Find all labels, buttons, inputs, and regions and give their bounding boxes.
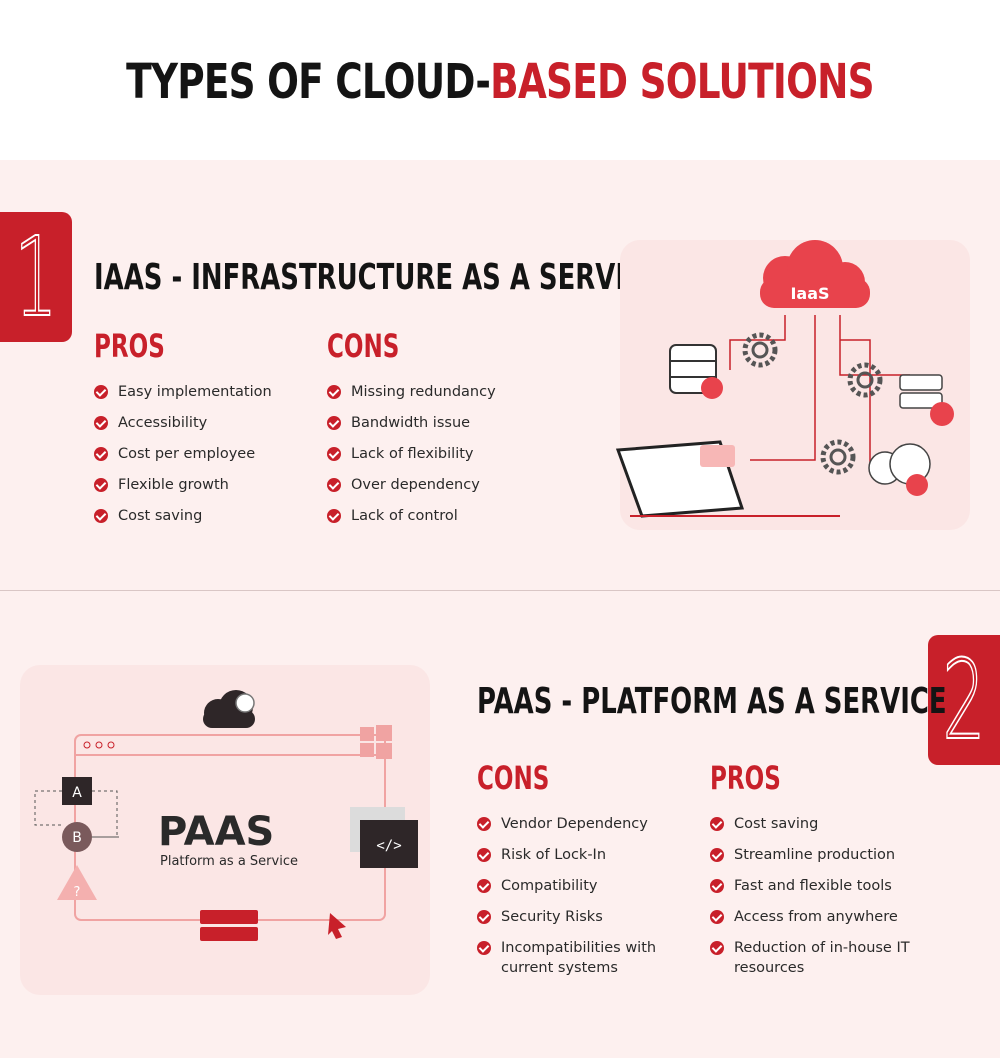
check-circle-icon (477, 848, 491, 862)
paas-illustration: A B ? PAAS Platform as a Service </> (20, 665, 430, 995)
gear-icon (820, 439, 856, 475)
section-number-badge-2: 2 (928, 635, 1000, 765)
list-item: Lack of control (327, 506, 496, 537)
iaas-cloud-label: IaaS (790, 284, 829, 303)
iaas-cons-heading: CONS (327, 327, 400, 365)
iaas-cons-list: Missing redundancy Bandwidth issue Lack … (327, 382, 496, 537)
list-item: Cost per employee (94, 444, 272, 475)
cloud-globe-icon (203, 690, 255, 728)
check-circle-icon (710, 941, 724, 955)
flow-node-a: A (62, 777, 92, 805)
svg-text:</>: </> (376, 838, 401, 854)
paas-big-label: PAAS (158, 809, 274, 855)
paas-illus-backdrop (20, 665, 430, 995)
server-lock-icon (899, 374, 954, 426)
warning-triangle-icon: ? (57, 865, 97, 900)
paas-cons-list: Vendor Dependency Risk of Lock-In Compat… (477, 814, 701, 982)
paas-cons-heading: CONS (477, 759, 550, 797)
flow-node-b: B (62, 822, 92, 852)
check-circle-icon (327, 385, 341, 399)
windows-logo-icon (360, 725, 392, 759)
list-item: Cost saving (94, 506, 272, 537)
check-circle-icon (477, 910, 491, 924)
page-title-part1: TYPES OF CLOUD- (126, 54, 491, 110)
laptop-icon (615, 440, 840, 518)
iaas-pros-list: Easy implementation Accessibility Cost p… (94, 382, 272, 537)
check-circle-icon (710, 879, 724, 893)
svg-text:A: A (72, 785, 82, 801)
section-divider (0, 590, 1000, 591)
title-bar: TYPES OF CLOUD-BASED SOLUTIONS (0, 0, 1000, 160)
check-circle-icon (327, 478, 341, 492)
list-item: Easy implementation (94, 382, 272, 413)
check-circle-icon (327, 447, 341, 461)
list-item: Missing redundancy (327, 382, 496, 413)
check-circle-icon (94, 385, 108, 399)
cloud-icon (760, 240, 870, 308)
check-circle-icon (477, 941, 491, 955)
check-circle-icon (94, 416, 108, 430)
paas-sub-label: Platform as a Service (160, 854, 298, 869)
check-circle-icon (710, 910, 724, 924)
svg-text:?: ? (74, 885, 81, 900)
section-number-badge-1: 1 (0, 212, 72, 342)
page-title: TYPES OF CLOUD-BASED SOLUTIONS (110, 52, 890, 112)
list-item: Vendor Dependency (477, 814, 701, 845)
page-title-part2: BASED SOLUTIONS (490, 54, 875, 110)
list-item: Lack of flexibility (327, 444, 496, 475)
check-circle-icon (94, 447, 108, 461)
list-item: Compatibility (477, 876, 701, 907)
section-number-1: 1 (14, 213, 59, 341)
svg-text:B: B (72, 830, 82, 846)
list-item: Access from anywhere (710, 907, 934, 938)
list-item: Accessibility (94, 413, 272, 444)
check-circle-icon (94, 478, 108, 492)
list-item: Reduction of in-house IT resources (710, 938, 934, 982)
list-item: Incompatibilities with current systems (477, 938, 701, 982)
iaas-pros-heading: PROS (94, 327, 165, 365)
network-cloud-icon (868, 443, 931, 496)
flow-lines (34, 790, 120, 838)
list-item: Security Risks (477, 907, 701, 938)
check-circle-icon (477, 817, 491, 831)
cursor-click-icon (328, 913, 346, 939)
check-circle-icon (327, 509, 341, 523)
check-circle-icon (477, 879, 491, 893)
gear-icon (847, 362, 883, 398)
check-circle-icon (710, 817, 724, 831)
check-circle-icon (327, 416, 341, 430)
connector-lines (729, 315, 910, 466)
paas-pros-list: Cost saving Streamline production Fast a… (710, 814, 934, 982)
section-title-paas: PAAS - PLATFORM AS A SERVICE (477, 681, 947, 722)
list-item: Over dependency (327, 475, 496, 506)
paas-pros-heading: PROS (710, 759, 781, 797)
list-item: Streamline production (710, 845, 934, 876)
database-icon (669, 344, 723, 399)
section-title-iaas: IAAS - INFRASTRUCTURE AS A SERVICE (94, 257, 662, 298)
code-window-icon: </> (350, 807, 418, 868)
list-item: Risk of Lock-In (477, 845, 701, 876)
gear-icon (742, 332, 778, 368)
list-item: Cost saving (710, 814, 934, 845)
list-item: Fast and flexible tools (710, 876, 934, 907)
list-item: Flexible growth (94, 475, 272, 506)
iaas-illustration: IaaS (615, 240, 970, 530)
server-rack-icon (200, 910, 258, 941)
check-circle-icon (710, 848, 724, 862)
list-item: Bandwidth issue (327, 413, 496, 444)
check-circle-icon (94, 509, 108, 523)
section-number-2: 2 (942, 636, 987, 764)
